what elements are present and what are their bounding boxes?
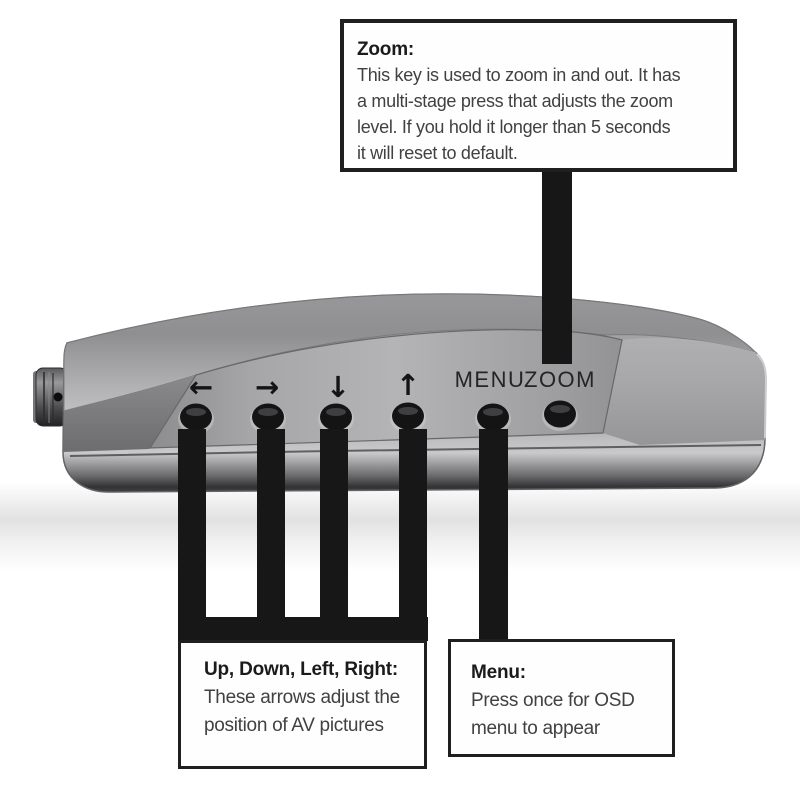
device-top-band [63,293,757,412]
menu-label: MENU [455,367,526,392]
device-right-facet [603,337,766,445]
callout-arrows-title: Up, Down, Left, Right: [204,659,399,680]
device-left-facet [63,375,196,452]
callout-arrow-keys: Up, Down, Left, Right: These arrows adju… [178,640,427,769]
callout-menu: Menu: Press once for OSD menu to appear [448,639,675,757]
device-button-right [250,403,286,434]
side-connector-port [33,367,68,427]
callout-zoom-title: Zoom: [357,39,415,60]
leader-line-down [320,429,348,640]
callout-zoom-text-line: This key is used to zoom in and out. It … [357,65,681,85]
leader-line-left [178,429,206,640]
device-button-menu [475,403,511,434]
callout-zoom-text-line: level. If you hold it longer than 5 seco… [357,117,671,137]
device-right-rim-highlight [756,353,768,439]
zoom-label: ZOOM [524,367,596,392]
device-button-down [318,403,354,434]
callout-menu-title: Menu: [471,662,526,683]
callout-menu-text-line: Press once for OSD [471,690,635,711]
arrow-left-icon: ← [189,370,213,404]
callout-menu-text-line: menu to appear [471,718,600,739]
callout-arrows-text-line: These arrows adjust the [204,687,400,708]
callout-arrows-text-line: position of AV pictures [204,715,384,736]
callout-zoom-text-line: it will reset to default. [357,143,518,163]
arrow-up-icon: ↑ [396,368,420,402]
device-button-up [390,402,426,433]
callout-zoom: Zoom: This key is used to zoom in and ou… [340,19,737,172]
leader-line-zoom [542,169,572,364]
device-button-left [178,403,214,434]
leader-line-arrows-connector [178,617,428,641]
leader-line-up [399,429,427,640]
arrow-down-icon: ↓ [326,370,350,404]
callout-zoom-text-line: a multi-stage press that adjusts the zoo… [357,91,673,111]
leader-line-menu [479,429,508,641]
leader-line-right [257,429,285,640]
arrow-right-icon: → [255,370,279,404]
device-button-zoom [542,400,578,431]
